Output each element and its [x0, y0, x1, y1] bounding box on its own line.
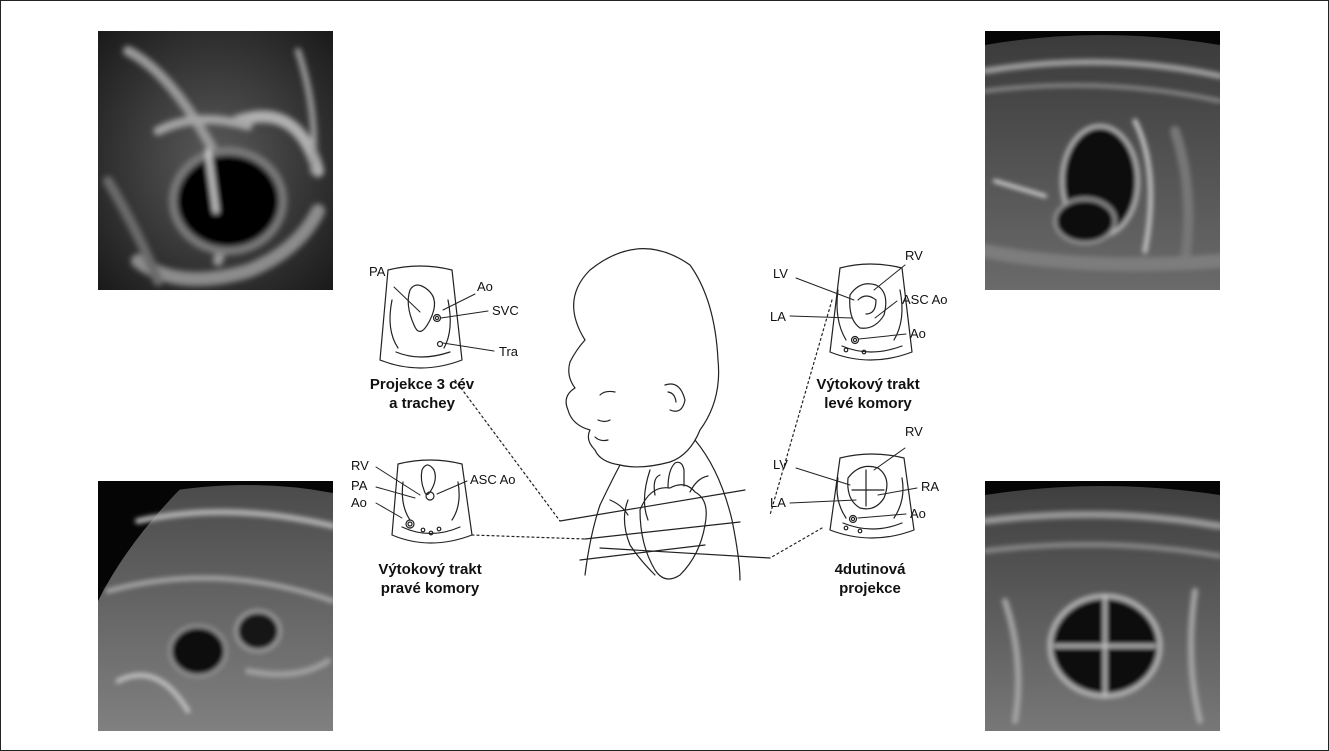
caption-line: projekce — [800, 579, 940, 598]
label-tra: Tra — [499, 345, 518, 358]
scan-fan-lvot — [830, 264, 912, 360]
caption-rvot: Výtokový trakt pravé komory — [355, 560, 505, 598]
label-lv: LV — [773, 458, 788, 471]
label-rv: RV — [351, 459, 369, 472]
label-asc-ao: ASC Ao — [470, 473, 516, 486]
label-ao: Ao — [477, 280, 493, 293]
caption-lvot: Výtokový trakt levé komory — [793, 375, 943, 413]
caption-line: a trachey — [352, 394, 492, 413]
label-svc: SVC — [492, 304, 519, 317]
caption-four-chamber: 4dutinová projekce — [800, 560, 940, 598]
label-la: LA — [770, 310, 786, 323]
label-lv: LV — [773, 267, 788, 280]
fetus-drawing — [566, 249, 740, 580]
label-la: LA — [770, 496, 786, 509]
scan-fan-rvot — [392, 460, 472, 543]
caption-three-vessel: Projekce 3 cév a trachey — [352, 375, 492, 413]
caption-line: Projekce 3 cév — [352, 375, 492, 394]
label-rv: RV — [905, 249, 923, 262]
label-rv: RV — [905, 425, 923, 438]
label-pa: PA — [351, 479, 367, 492]
label-ra: RA — [921, 480, 939, 493]
caption-line: Výtokový trakt — [793, 375, 943, 394]
label-ao: Ao — [910, 327, 926, 340]
label-ao: Ao — [351, 496, 367, 509]
caption-line: Výtokový trakt — [355, 560, 505, 579]
label-pa: PA — [369, 265, 385, 278]
label-asc-ao: ASC Ao — [902, 293, 948, 306]
scan-fan-four-chamber — [830, 454, 914, 538]
caption-line: levé komory — [793, 394, 943, 413]
caption-line: pravé komory — [355, 579, 505, 598]
caption-line: 4dutinová — [800, 560, 940, 579]
label-ao: Ao — [910, 507, 926, 520]
